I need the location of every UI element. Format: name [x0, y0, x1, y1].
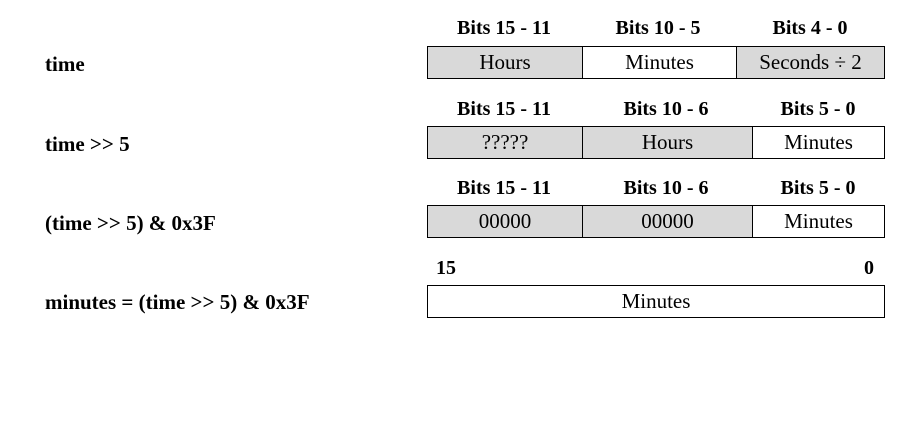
row2-field-hours: Hours	[582, 127, 752, 158]
row3-register: 00000 00000 Minutes	[427, 205, 885, 238]
row1-header-bits-4-0: Bits 4 - 0	[772, 17, 848, 39]
row1-field-minutes: Minutes	[582, 47, 736, 78]
row4-field-minutes: Minutes	[428, 286, 884, 317]
row3-header-bits-10-6: Bits 10 - 6	[623, 177, 709, 199]
row1-field-seconds: Seconds ÷ 2	[736, 47, 884, 78]
row4-bit-low: 0	[864, 257, 874, 279]
row3-field-minutes: Minutes	[752, 206, 884, 237]
row2-field-unknown: ?????	[428, 127, 582, 158]
row2-header-bits-15-11: Bits 15 - 11	[457, 98, 551, 120]
row4-bit-high: 15	[436, 257, 456, 279]
row1-header-bits-15-11: Bits 15 - 11	[457, 17, 551, 39]
row2-field-minutes: Minutes	[752, 127, 884, 158]
row2-register: ????? Hours Minutes	[427, 126, 885, 159]
row2-header-bits-5-0: Bits 5 - 0	[780, 98, 856, 120]
row3-header-bits-15-11: Bits 15 - 11	[457, 177, 551, 199]
row3-field-zeros-mid: 00000	[582, 206, 752, 237]
row1-label: time	[45, 52, 85, 76]
row1-header-bits-10-5: Bits 10 - 5	[615, 17, 701, 39]
row2-label: time >> 5	[45, 132, 130, 156]
row1-field-hours: Hours	[428, 47, 582, 78]
row1-register: Hours Minutes Seconds ÷ 2	[427, 46, 885, 79]
row3-field-zeros-high: 00000	[428, 206, 582, 237]
row4-register: Minutes	[427, 285, 885, 318]
row3-label: (time >> 5) & 0x3F	[45, 211, 216, 235]
row2-header-bits-10-6: Bits 10 - 6	[623, 98, 709, 120]
row3-header-bits-5-0: Bits 5 - 0	[780, 177, 856, 199]
row4-label: minutes = (time >> 5) & 0x3F	[45, 290, 310, 314]
